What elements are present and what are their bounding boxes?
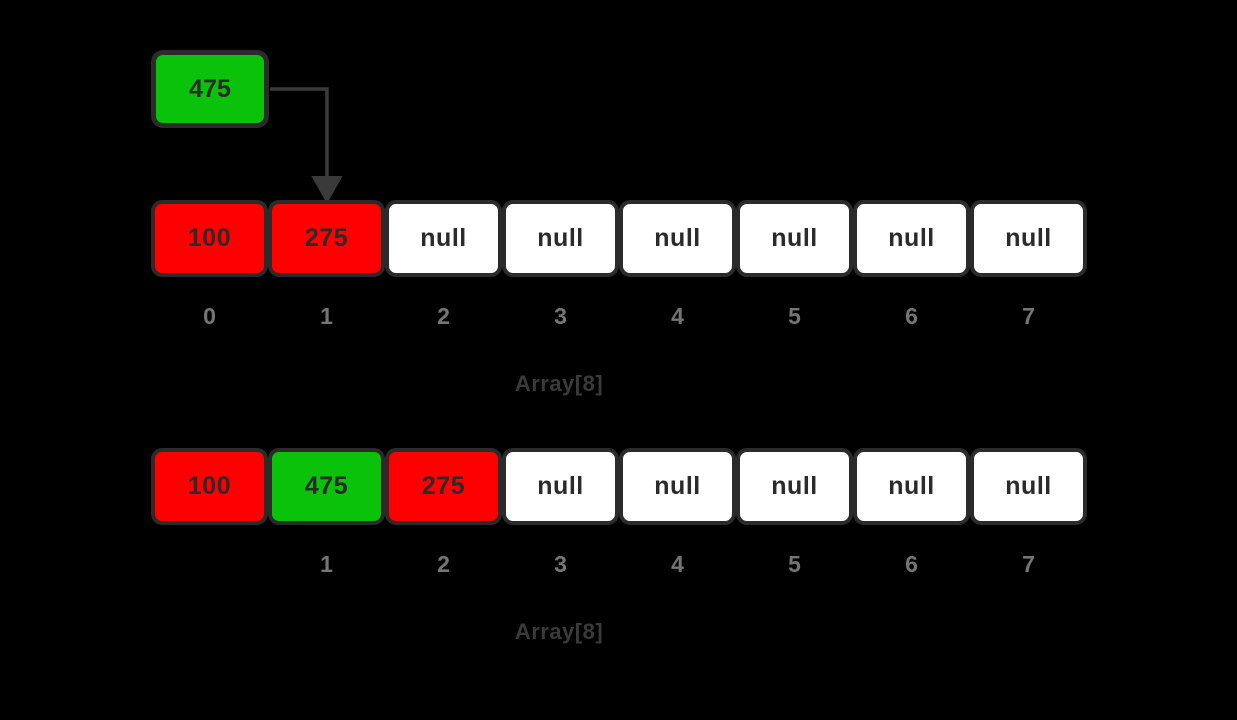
cell-value: null	[771, 472, 818, 500]
array-after-index-4: 4	[671, 551, 684, 577]
cell-value: 100	[187, 224, 232, 252]
arrow-path	[270, 87, 343, 204]
cell-value: null	[888, 224, 935, 252]
insert-value-node: 475	[151, 50, 269, 128]
array-before-index-5: 5	[788, 303, 801, 329]
array-before-index-6: 6	[905, 303, 918, 329]
array-after-cell-1: 475	[268, 448, 385, 525]
array-before-cell-2: null	[385, 200, 502, 277]
array-before-cell-4: null	[619, 200, 736, 277]
array-before-index-1: 1	[320, 303, 333, 329]
cell-value: null	[537, 224, 584, 252]
cell-value: null	[771, 224, 818, 252]
insert-value-label: 475	[189, 74, 231, 103]
cell-value: 475	[304, 472, 349, 500]
array-before-index-2: 2	[437, 303, 450, 329]
cell-value: null	[654, 224, 701, 252]
array-after-cell-6: null	[853, 448, 970, 525]
array-before-index-3: 3	[554, 303, 567, 329]
array-after-index-3: 3	[554, 551, 567, 577]
cell-value: 100	[187, 472, 232, 500]
array-after-cell-5: null	[736, 448, 853, 525]
array-after-cell-2: 275	[385, 448, 502, 525]
cell-value: null	[654, 472, 701, 500]
array-before-cell-6: null	[853, 200, 970, 277]
cell-value: 275	[421, 472, 466, 500]
cell-value: null	[1005, 472, 1052, 500]
array-before-cell-1: 275	[268, 200, 385, 277]
cell-value: null	[420, 224, 467, 252]
array-before-index-0: 0	[203, 303, 216, 329]
array-after-cell-4: null	[619, 448, 736, 525]
cell-value: 275	[304, 224, 349, 252]
array-before-index-4: 4	[671, 303, 684, 329]
cell-value: null	[1005, 224, 1052, 252]
array-before-cell-0: 100	[151, 200, 268, 277]
array-after-index-5: 5	[788, 551, 801, 577]
array-after-index-7: 7	[1022, 551, 1035, 577]
array-after-index-6: 6	[905, 551, 918, 577]
array-before-cell-7: null	[970, 200, 1087, 277]
array-before-index-7: 7	[1022, 303, 1035, 329]
array-before-cell-3: null	[502, 200, 619, 277]
array-after-index-1: 1	[320, 551, 333, 577]
array-after-index-2: 2	[437, 551, 450, 577]
array-before-cell-5: null	[736, 200, 853, 277]
array-before-caption: Array[8]	[514, 371, 604, 396]
array-after-caption: Array[8]	[514, 619, 604, 644]
array-after-cell-3: null	[502, 448, 619, 525]
cell-value: null	[888, 472, 935, 500]
array-after-cell-7: null	[970, 448, 1087, 525]
array-after-cell-0: 100	[151, 448, 268, 525]
cell-value: null	[537, 472, 584, 500]
